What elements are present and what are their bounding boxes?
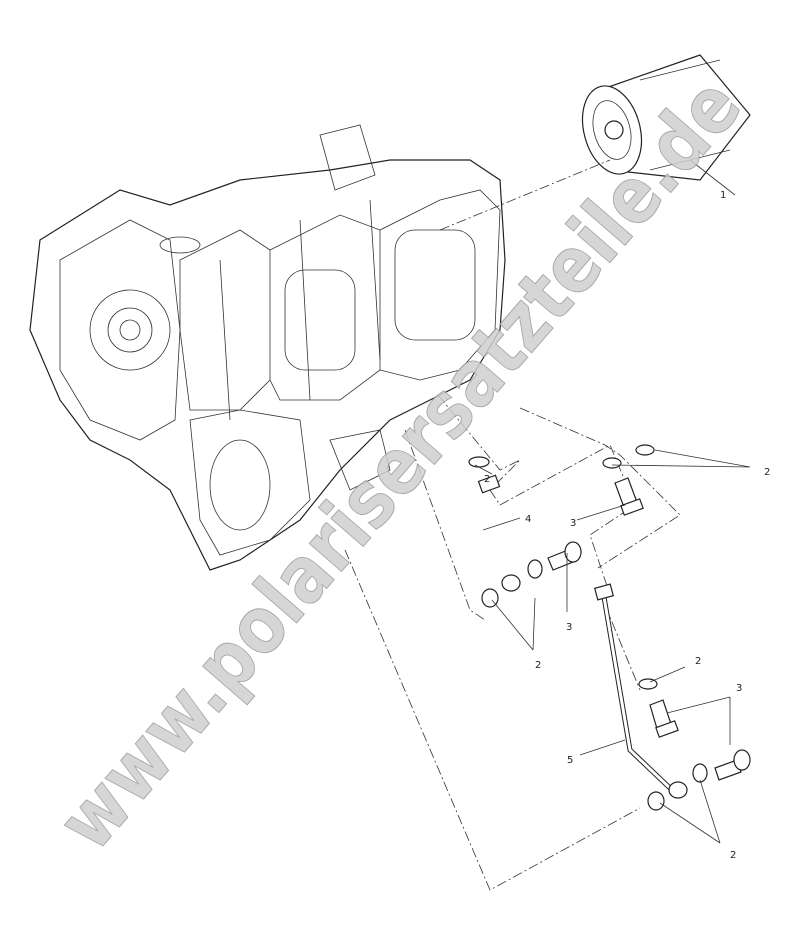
callout-3: 3	[736, 683, 742, 694]
callout-2: 2	[730, 850, 736, 861]
callout-4: 4	[525, 514, 531, 525]
callout-labels: 1 2 4 3 2 3 2 2 3 5 2	[484, 190, 770, 861]
callout-2: 2	[695, 656, 701, 667]
engine-crankcase	[29, 124, 506, 571]
oil-line-lower	[593, 583, 688, 799]
callout-2: 2	[535, 660, 541, 671]
banjo-bolts	[547, 477, 751, 781]
callout-3: 3	[566, 622, 572, 633]
callout-2: 2	[764, 467, 770, 478]
callout-5: 5	[567, 755, 573, 766]
watermark: www.polarisersatzteile.de	[41, 61, 758, 867]
leader-lines	[344, 159, 736, 891]
callout-1: 1	[720, 190, 726, 201]
washers	[468, 444, 708, 811]
callout-3: 3	[570, 518, 576, 529]
oil-filter	[581, 54, 751, 181]
callout-leaders	[474, 449, 751, 844]
oil-line-upper	[463, 474, 521, 592]
callout-2: 2	[484, 474, 490, 485]
